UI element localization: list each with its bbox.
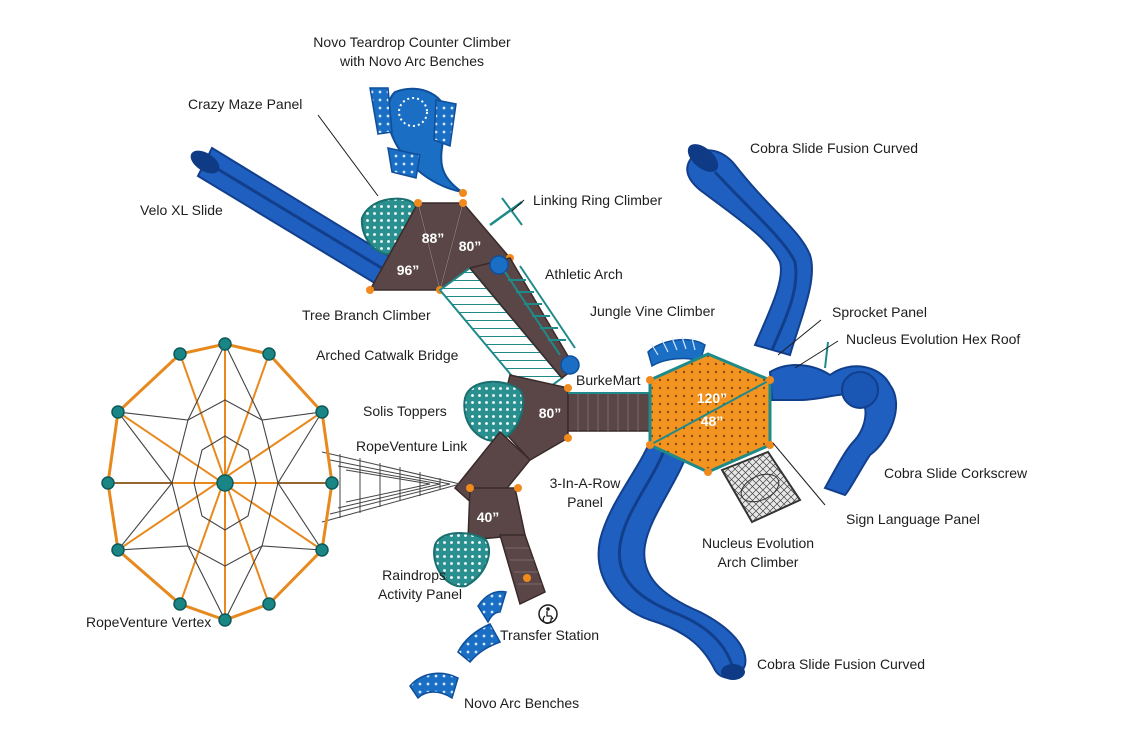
raindrops-panel (433, 532, 491, 588)
deck-height-80-top: 80” (459, 238, 482, 254)
leader-lines (317, 114, 839, 506)
label-raindrops-line2: Activity Panel (377, 586, 462, 602)
label-novo-teardrop-line1: Novo Teardrop Counter Climber (313, 34, 511, 50)
label-novo-teardrop-line2: with Novo Arc Benches (340, 53, 484, 69)
label-hex-roof: Nucleus Evolution Hex Roof (846, 331, 1021, 347)
label-raindrops: Raindrops Activity Panel (350, 566, 462, 604)
nucleus-hex-roof (646, 352, 774, 476)
roof-height-120: 120” (697, 390, 727, 406)
label-sign-language: Sign Language Panel (846, 511, 980, 527)
label-cobra-corkscrew: Cobra Slide Corkscrew (884, 465, 1028, 481)
label-sprocket-panel: Sprocket Panel (832, 304, 927, 320)
label-arch-climber-line2: Arch Climber (717, 554, 799, 570)
lower-deck-cluster (453, 430, 546, 606)
label-linking-ring: Linking Ring Climber (533, 192, 663, 208)
label-ropeventure-link: RopeVenture Link (356, 438, 468, 454)
label-cobra-curved-bottom: Cobra Slide Fusion Curved (757, 656, 926, 672)
solis-toppers (463, 380, 525, 443)
deck-height-96: 96” (397, 262, 420, 278)
label-tree-branch: Tree Branch Climber (302, 307, 431, 323)
roof-height-48: 48” (701, 413, 724, 429)
label-solis-toppers: Solis Toppers (363, 403, 447, 419)
arched-catwalk-bridge (438, 255, 580, 402)
label-novo-teardrop: Novo Teardrop Counter Climber with Novo … (300, 33, 524, 71)
deck-height-40: 40” (477, 509, 500, 525)
label-cobra-curved-top: Cobra Slide Fusion Curved (750, 140, 919, 156)
velo-xl-slide (190, 146, 394, 287)
label-athletic-arch: Athletic Arch (545, 266, 623, 282)
label-3-in-a-row: 3-In-A-Row Panel (535, 474, 635, 512)
novo-teardrop-climber (369, 87, 467, 197)
deck-height-80-mid: 80” (539, 405, 562, 421)
accessibility-icon (538, 604, 558, 624)
athletic-arch (504, 265, 576, 356)
burkemart-bridge (567, 392, 653, 432)
cobra-slide-corkscrew (768, 341, 898, 497)
label-ropeventure-vertex: RopeVenture Vertex (86, 614, 212, 630)
label-burkemart: BurkeMart (576, 372, 641, 388)
cobra-slide-curved-top (686, 144, 813, 357)
upper-deck-cluster (366, 199, 514, 294)
linking-ring-climber (489, 197, 523, 227)
label-novo-arc-benches: Novo Arc Benches (464, 695, 580, 711)
label-arch-climber: Nucleus Evolution Arch Climber (688, 534, 828, 572)
ropeventure-link (321, 451, 461, 523)
nucleus-arch-climber (720, 450, 802, 524)
ropeventure-vertex (101, 337, 339, 627)
label-raindrops-line1: Raindrops (382, 567, 446, 583)
label-velo-xl: Velo XL Slide (140, 202, 223, 218)
label-3-in-a-row-line2: Panel (567, 494, 603, 510)
label-arched-catwalk: Arched Catwalk Bridge (316, 347, 459, 363)
novo-arc-benches (409, 590, 507, 700)
jungle-vine-climber (647, 336, 706, 368)
label-crazy-maze: Crazy Maze Panel (188, 96, 303, 112)
cobra-slide-curved-bottom (597, 428, 747, 680)
deck-height-88: 88” (422, 230, 445, 246)
label-transfer-station: Transfer Station (500, 627, 600, 643)
label-arch-climber-line1: Nucleus Evolution (701, 535, 815, 551)
label-3-in-a-row-line1: 3-In-A-Row (549, 475, 621, 491)
label-jungle-vine: Jungle Vine Climber (590, 303, 716, 319)
